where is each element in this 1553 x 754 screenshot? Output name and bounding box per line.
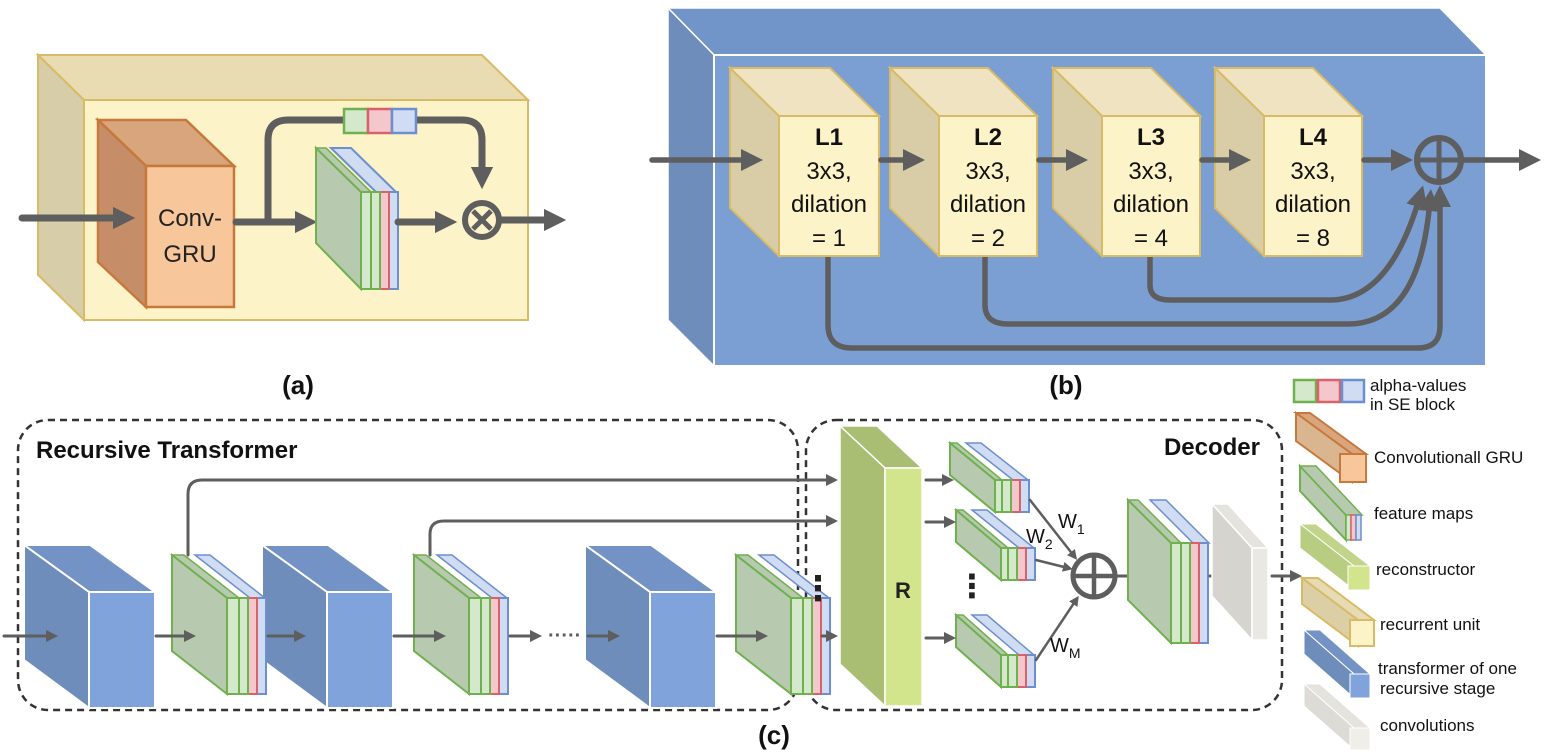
legend-gru-label: Convolutionall GRU bbox=[1374, 448, 1523, 467]
horizontal-dots: ····· bbox=[548, 625, 581, 647]
decoder-container bbox=[804, 418, 1284, 712]
layer-l1-name: L1 bbox=[815, 124, 843, 151]
layer-l1-kernel: 3x3, bbox=[806, 158, 851, 185]
panel-b-box-side bbox=[667, 6, 715, 368]
panel-a-caption: (a) bbox=[282, 370, 314, 400]
legend-reconstructor-icon bbox=[1298, 522, 1372, 592]
layer-l3-name: L3 bbox=[1137, 124, 1165, 151]
weight-w2: W2 bbox=[1026, 526, 1053, 552]
legend-transformer-icon bbox=[1302, 628, 1372, 700]
panel-b-box-top bbox=[666, 7, 1488, 56]
legend-feature-label: feature maps bbox=[1374, 504, 1473, 523]
legend-feature-icon bbox=[1298, 463, 1364, 543]
gru-cube-front bbox=[144, 164, 236, 309]
decoder-title: Decoder bbox=[1164, 434, 1260, 461]
layer-l3-value: = 4 bbox=[1134, 225, 1168, 252]
legend-alpha-line1: alpha-values bbox=[1370, 376, 1466, 395]
panel-a-feature-maps bbox=[314, 145, 399, 292]
convolutions-block bbox=[1210, 502, 1270, 642]
map3-to-sum bbox=[1034, 595, 1079, 662]
alpha-blue bbox=[390, 107, 418, 135]
transformer-container bbox=[16, 418, 800, 712]
legend-gru-icon bbox=[1292, 411, 1370, 484]
skip-path-l2 bbox=[982, 189, 1441, 327]
alpha-green bbox=[342, 107, 370, 135]
layer-l2-name: L2 bbox=[974, 124, 1002, 151]
map2-to-sum bbox=[1034, 558, 1073, 572]
layer-l2-kernel: 3x3, bbox=[965, 158, 1010, 185]
sum-icon bbox=[1414, 135, 1464, 185]
weight-w1: W1 bbox=[1058, 511, 1085, 537]
vertical-dots-left: ⋮ bbox=[801, 570, 835, 608]
panel-a-box-side bbox=[37, 52, 85, 323]
gru-label-line2: GRU bbox=[163, 241, 216, 268]
panel-c: Recursive Transformer Decoder bbox=[2, 418, 1302, 750]
feature-map-c2 bbox=[411, 552, 510, 697]
skip-c-1 bbox=[186, 474, 838, 557]
legend-alpha-line2: in SE block bbox=[1370, 395, 1456, 414]
layer-l4-value: = 8 bbox=[1296, 225, 1330, 252]
layer-l2-value: = 2 bbox=[971, 225, 1005, 252]
weight-wm: WM bbox=[1050, 635, 1081, 661]
panel-a: Conv- GRU (a) bbox=[18, 52, 567, 400]
transformer-cube-2 bbox=[258, 543, 397, 710]
alpha-red bbox=[366, 107, 394, 135]
legend-alpha-icon bbox=[1292, 378, 1366, 404]
layer-l4-dilation: dilation bbox=[1275, 191, 1351, 218]
legend-transformer-line2: recursive stage bbox=[1380, 679, 1495, 698]
skip-path-l1 bbox=[825, 185, 1451, 351]
panel-c-caption: (c) bbox=[758, 720, 790, 750]
feature-map-c3 bbox=[733, 552, 832, 697]
panel-b: L1 3x3, dilation = 1 L2 3x3, dilation = … bbox=[649, 6, 1541, 400]
gru-label-line1: Conv- bbox=[158, 205, 222, 232]
feature-map-c1 bbox=[169, 552, 268, 697]
legend-convolutions-icon bbox=[1302, 682, 1372, 752]
decoder-output-map bbox=[1126, 497, 1211, 646]
layer-l3-kernel: 3x3, bbox=[1128, 158, 1173, 185]
transformer-cube-3 bbox=[581, 543, 720, 710]
layer-l4: L4 3x3, dilation = 8 bbox=[1212, 65, 1365, 259]
skip-path-l3 bbox=[1147, 185, 1428, 303]
vertical-dots-decoder: ⋮ bbox=[956, 568, 988, 604]
layer-l1-value: = 1 bbox=[812, 225, 846, 252]
legend-transformer-line1: transformer of one bbox=[1378, 659, 1517, 678]
layer-l2-dilation: dilation bbox=[950, 191, 1026, 218]
skip-c-2 bbox=[428, 515, 838, 557]
panel-a-box-top bbox=[35, 54, 531, 101]
layer-l3: L3 3x3, dilation = 4 bbox=[1050, 65, 1203, 259]
reconstructor-block: R bbox=[838, 424, 924, 708]
transformer-title: Recursive Transformer bbox=[36, 437, 297, 464]
panel-b-caption: (b) bbox=[1049, 370, 1082, 400]
legend-recurrent-icon bbox=[1299, 576, 1377, 648]
legend-recurrent-label: recurrent unit bbox=[1380, 615, 1480, 634]
map1-to-sum bbox=[1028, 498, 1078, 560]
legend-convolutions-label: convolutions bbox=[1380, 716, 1475, 735]
legend: alpha-values in SE block Convolutionall … bbox=[1292, 376, 1523, 752]
layer-l4-name: L4 bbox=[1299, 124, 1328, 151]
legend-reconstructor-label: reconstructor bbox=[1376, 560, 1476, 579]
decoder-map-2 bbox=[953, 507, 1037, 583]
multiply-icon bbox=[462, 200, 502, 240]
layer-l1-dilation: dilation bbox=[791, 191, 867, 218]
decoder-sum-icon bbox=[1070, 552, 1118, 600]
transformer-cube-1 bbox=[20, 543, 159, 710]
layer-l4-kernel: 3x3, bbox=[1290, 158, 1335, 185]
decoder-map-1 bbox=[947, 440, 1031, 515]
layer-l3-dilation: dilation bbox=[1113, 191, 1189, 218]
reconstructor-letter: R bbox=[895, 578, 911, 603]
decoder-map-3 bbox=[954, 612, 1037, 690]
